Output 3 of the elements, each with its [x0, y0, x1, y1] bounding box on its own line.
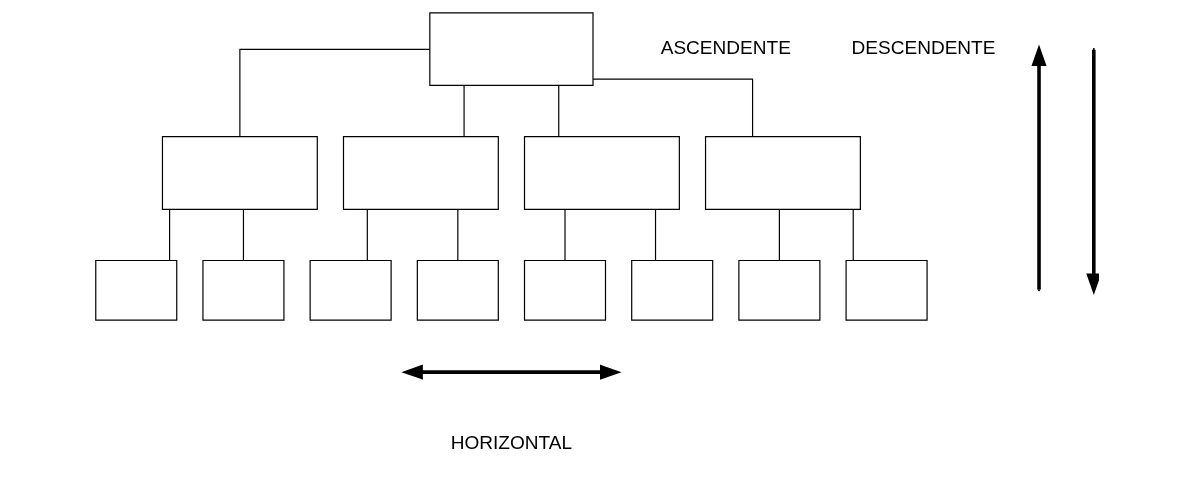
label: ASCENDENTE — [660, 36, 791, 58]
label: DESCENDENTE — [851, 36, 995, 58]
label: HORIZONTAL — [450, 432, 572, 454]
